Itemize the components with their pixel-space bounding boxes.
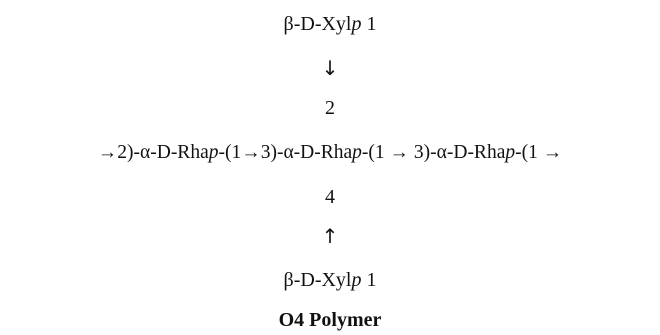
main-chain-segment: p: [352, 142, 362, 163]
up-arrow-icon: ↑: [321, 224, 339, 248]
top-branch-residue: β-D-Xylp 1: [0, 12, 660, 36]
main-chain-segment: -(1 →: [515, 142, 563, 163]
position-2-label: 2: [325, 97, 335, 119]
main-chain-segment: -(1 → 3)-α-: [361, 142, 454, 163]
bottom-branch-name: -Xyl: [314, 269, 352, 291]
main-chain-segment: -(1→3)-α-: [218, 142, 301, 163]
main-chain-segment: D: [156, 142, 171, 163]
main-chain-segment: p: [208, 142, 219, 163]
main-chain-segment: D: [453, 142, 468, 163]
top-branch-ring: p: [351, 13, 362, 35]
main-chain-segment: p: [505, 142, 516, 163]
down-arrow-icon: ↓: [321, 56, 339, 80]
bottom-branch-prefix: β-: [283, 269, 301, 291]
main-chain-segment: -Rha: [170, 142, 209, 163]
main-chain: →2)-α-D-Rhap-(1→3)-α-D-Rhap-(1 → 3)-α-D-…: [0, 141, 660, 165]
position-4-label: 4: [325, 186, 335, 208]
bottom-branch-ring: p: [351, 269, 362, 291]
top-branch-prefix: β-: [283, 13, 301, 35]
main-chain-segment: D: [300, 142, 315, 163]
bottom-branch-config: D: [300, 269, 315, 291]
main-chain-segment: -Rha: [467, 142, 506, 163]
bottom-branch-linkage: 1: [361, 269, 377, 291]
main-chain-segment: →2)-α-: [97, 142, 157, 163]
top-branch-name: -Xyl: [314, 13, 352, 35]
main-chain-segment: -Rha: [314, 142, 353, 163]
diagram-caption: O4 Polymer: [278, 309, 382, 331]
top-branch-config: D: [300, 13, 315, 35]
top-branch-linkage: 1: [361, 13, 377, 35]
bottom-branch-residue: β-D-Xylp 1: [0, 268, 660, 292]
